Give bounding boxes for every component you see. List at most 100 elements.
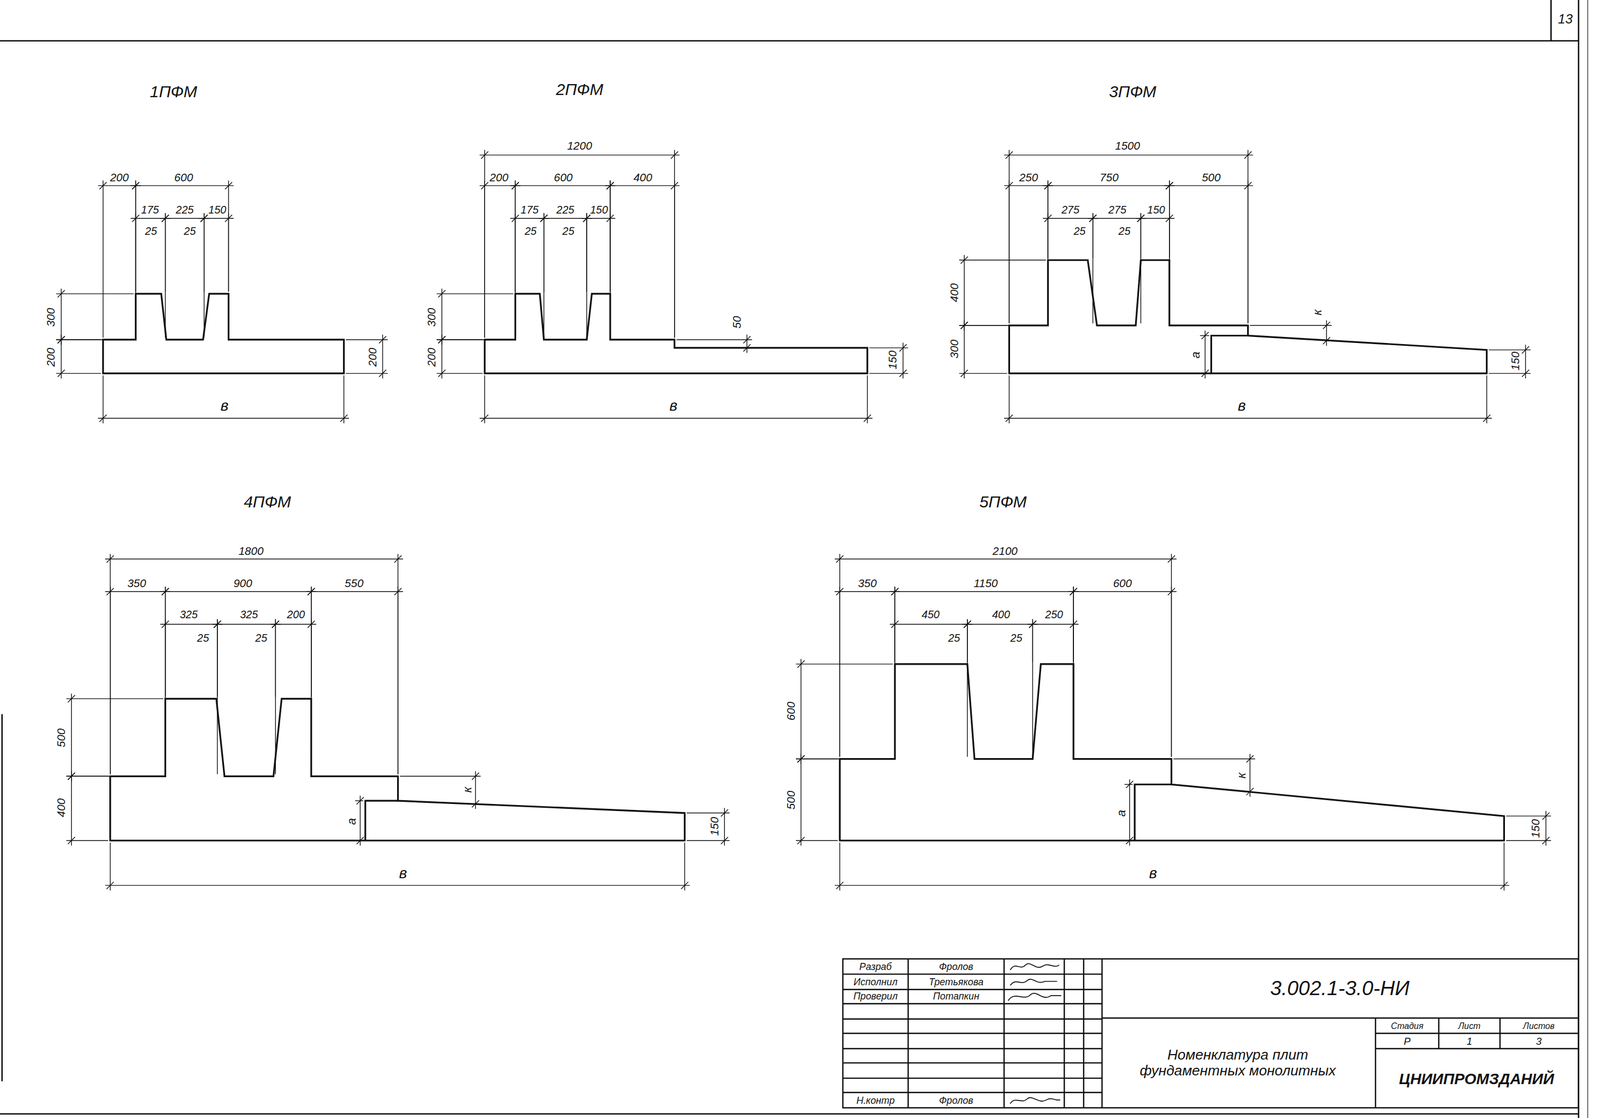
- plate-profile: [103, 260, 1505, 841]
- title-block-cell: 1: [1466, 1036, 1473, 1048]
- dimension-label: 500: [1201, 172, 1221, 184]
- dimension-line: [164, 586, 166, 775]
- organization-name: ЦНИИПРОМЗДАНИЙ: [1398, 1071, 1555, 1088]
- dimension-line: [676, 347, 752, 348]
- title-block-cell: Исполнил: [853, 977, 898, 988]
- dimension-label: 225: [556, 204, 575, 216]
- dimension-label: 400: [633, 172, 653, 184]
- dimension-line: [515, 180, 516, 293]
- dimension-label: 25: [255, 633, 268, 645]
- dimension-line: [800, 659, 802, 765]
- title-block-cell: Разраб: [859, 962, 892, 973]
- dimension-line: [382, 334, 383, 379]
- dimension-line: [484, 375, 486, 424]
- dimension-label: 150: [589, 204, 608, 216]
- dimension-label: 400: [55, 798, 68, 818]
- title-block-cell: Листов: [1522, 1022, 1555, 1031]
- dimension-line: [839, 586, 841, 758]
- dimension-label: 500: [55, 728, 68, 747]
- dimension-line: [397, 553, 399, 775]
- title-block-cell: Р: [1403, 1036, 1411, 1048]
- dimension-line: [543, 213, 545, 338]
- dimension-line: [795, 840, 838, 841]
- dimension-line: [1008, 375, 1010, 424]
- dimension-label: 25: [1010, 633, 1023, 645]
- dimension-line: [97, 417, 350, 419]
- dimension-line: [1323, 337, 1331, 345]
- dimension-line: [1168, 180, 1170, 324]
- dimension-line: [834, 558, 1177, 560]
- dimension-line: [964, 255, 965, 331]
- dimension-line: [684, 842, 686, 891]
- dimension-line: [1200, 373, 1210, 374]
- dimension-label: 1500: [1114, 140, 1141, 152]
- dimension-label: 200: [109, 172, 129, 184]
- dimension-label: в: [1149, 865, 1158, 882]
- dimension-label: 150: [1147, 204, 1166, 216]
- dimension-label: 175: [140, 204, 159, 216]
- title-block-cell: Фролов: [939, 1096, 974, 1107]
- dimension-line: [839, 553, 841, 758]
- dimension-line: [355, 840, 364, 841]
- dimension-line: [1072, 586, 1074, 758]
- title-block-cell: Проверил: [853, 992, 898, 1002]
- dimension-line: [1506, 815, 1551, 817]
- dimension-line: [746, 334, 748, 354]
- dimension-line: [270, 623, 317, 625]
- dimension-line: [484, 150, 486, 339]
- dimension-line: [959, 325, 1047, 326]
- dimension-line: [109, 842, 111, 891]
- dimension-label: 150: [708, 817, 720, 836]
- signature-scribble: [1008, 963, 1062, 1104]
- title-block-cell: Третьякова: [928, 977, 984, 988]
- dimension-line: [109, 553, 111, 775]
- dimension-label: 550: [344, 577, 364, 590]
- dimension-line: [1129, 779, 1130, 846]
- dimension-line: [866, 375, 868, 424]
- dimension-line: [964, 320, 965, 379]
- dimension-line: [800, 753, 802, 846]
- dimension-line: [676, 339, 752, 340]
- dimension-label: 275: [1061, 204, 1080, 216]
- dimension-line: [397, 586, 399, 775]
- dimension-line: [71, 771, 72, 846]
- dimension-line: [1008, 180, 1010, 324]
- sheet-number: 13: [1557, 12, 1573, 26]
- dimension-line: [894, 619, 896, 663]
- dimension-line: [1004, 417, 1492, 419]
- dimension-line: [1486, 375, 1487, 424]
- dimension-line: [1204, 330, 1206, 379]
- dimension-line: [436, 293, 513, 294]
- dimension-line: [66, 776, 163, 777]
- dimension-line: [66, 776, 109, 777]
- dimension-label: 1150: [973, 577, 998, 590]
- dimension-line: [275, 619, 276, 698]
- dimension-label: 1800: [238, 545, 264, 557]
- dimension-line: [359, 795, 361, 847]
- dimension-line: [1032, 619, 1033, 663]
- dimension-line: [355, 800, 364, 801]
- dimension-label: 25: [1073, 226, 1086, 238]
- dimension-line: [436, 373, 483, 374]
- dimension-line: [1173, 758, 1255, 760]
- figure-title: 3ПФМ: [1108, 83, 1157, 100]
- dimension-line: [399, 776, 481, 777]
- dimension-line: [1140, 213, 1142, 258]
- dimension-label: 200: [286, 610, 305, 622]
- dimension-line: [1488, 349, 1531, 351]
- dimension-label: к: [1311, 309, 1324, 316]
- dimension-line: [135, 213, 137, 292]
- dimension-line: [1168, 213, 1170, 258]
- dimension-line: [869, 347, 909, 348]
- dimension-line: [894, 586, 896, 758]
- dimension-line: [135, 180, 137, 339]
- drawing-code: 3.002.1-3.0-НИ: [1270, 978, 1410, 999]
- dimension-line: [104, 558, 403, 560]
- dimension-line: [686, 840, 730, 841]
- dimension-line: [795, 758, 838, 760]
- dimension-label: 400: [948, 283, 960, 303]
- dimension-line: [345, 373, 388, 374]
- dimension-line: [104, 884, 690, 886]
- dimension-line: [130, 185, 234, 186]
